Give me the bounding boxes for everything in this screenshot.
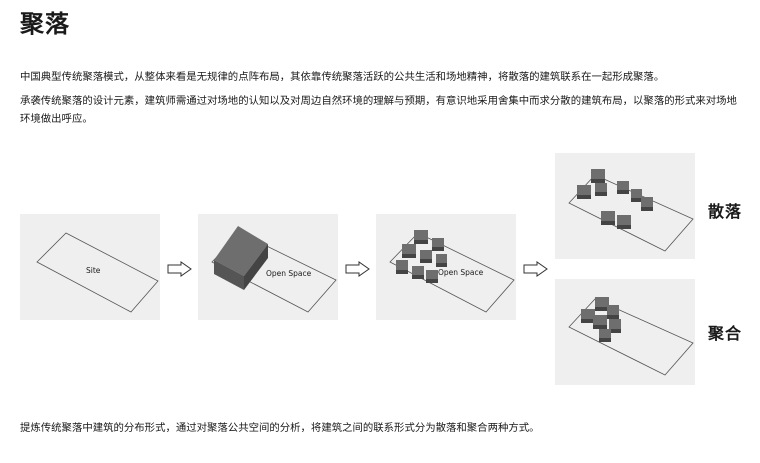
site-diagram: [36, 232, 159, 313]
site-outline: [568, 298, 694, 376]
arrow-icon: [345, 261, 370, 277]
block: [617, 215, 631, 225]
block: [436, 254, 447, 263]
block: [631, 189, 642, 198]
block: [595, 297, 609, 307]
block: [414, 230, 428, 240]
intro-paragraph-1: 中国典型传统聚落模式，从整体来看是无规律的点阵布局，其依靠传统聚落活跃的公共生活…: [20, 71, 665, 83]
block-side: [599, 338, 611, 342]
mass-block-side: [214, 260, 244, 290]
block: [426, 270, 438, 279]
block-group: [396, 230, 447, 283]
block-side: [607, 315, 619, 319]
scattered-blocks: [577, 169, 653, 229]
block-side: [577, 195, 591, 199]
single-mass-panel: Open Space: [198, 214, 338, 320]
site-outline: [568, 174, 694, 252]
block-side: [601, 221, 615, 225]
mass-block-front: [244, 244, 268, 290]
block: [593, 315, 607, 325]
block-side: [631, 198, 642, 202]
block-side: [617, 225, 631, 229]
block-side: [412, 275, 424, 279]
open-space-label: Open Space: [438, 268, 484, 277]
block: [601, 211, 615, 221]
block-side: [617, 190, 629, 194]
block: [599, 329, 611, 338]
block: [412, 266, 424, 275]
block: [641, 197, 653, 207]
block-side: [595, 192, 607, 196]
clustered-blocks: [581, 297, 621, 342]
block-side: [402, 254, 416, 258]
single-mass-diagram: [211, 226, 337, 313]
block: [420, 250, 432, 259]
divided-blocks-panel: Open Space: [376, 214, 516, 320]
site-label: Site: [86, 266, 101, 275]
block: [577, 185, 591, 195]
block: [609, 319, 621, 329]
block: [432, 238, 444, 247]
block-side: [414, 240, 428, 244]
block-side: [436, 263, 447, 267]
block-side: [641, 207, 653, 211]
divided-blocks-diagram: [389, 230, 515, 313]
clustered-panel: [555, 279, 695, 385]
block-side: [581, 319, 595, 323]
arrow-icon: [523, 261, 548, 277]
block-side: [595, 307, 609, 311]
block-side: [593, 325, 607, 329]
open-space-label: Open Space: [266, 269, 312, 278]
intro-paragraph-2: 承袭传统聚落的设计元素，建筑师需通过对场地的认知以及对周边自然环境的理解与预期，…: [20, 95, 737, 125]
arrow-icon: [167, 261, 192, 277]
block: [607, 305, 619, 315]
block-side: [420, 259, 432, 263]
footer-caption: 提炼传统聚落中建筑的分布形式，通过对聚落公共空间的分析，将建筑之间的联系形式分为…: [20, 422, 540, 434]
site-outline: [36, 232, 159, 313]
scattered-panel: [555, 153, 695, 259]
site-outline: [389, 232, 515, 313]
block-side: [432, 247, 444, 251]
block-side: [426, 279, 438, 283]
block: [595, 183, 607, 192]
block: [581, 309, 595, 319]
block-side: [591, 179, 605, 183]
block: [396, 260, 408, 270]
block-side: [609, 329, 621, 333]
scattered-label: 散落: [708, 202, 743, 221]
block: [617, 181, 629, 190]
block: [591, 169, 605, 179]
clustered-diagram: [568, 297, 694, 376]
scattered-diagram: [568, 169, 694, 252]
page-title: 聚落: [20, 10, 70, 38]
mass-block-top: [214, 226, 268, 276]
block-side: [396, 270, 408, 274]
block: [402, 244, 416, 254]
site-panel: Site: [20, 214, 160, 320]
clustered-label: 聚合: [708, 324, 743, 343]
